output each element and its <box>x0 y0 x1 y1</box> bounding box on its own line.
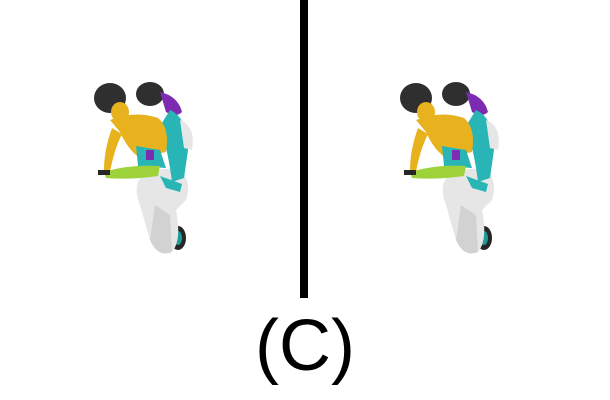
right-panel <box>306 0 606 300</box>
scooter-rider-illustration-left <box>94 82 193 254</box>
figure-caption: (C) <box>255 306 355 386</box>
left-panel <box>0 0 300 300</box>
panel-divider <box>300 0 308 298</box>
scooter-rider-illustration-right <box>400 82 499 254</box>
